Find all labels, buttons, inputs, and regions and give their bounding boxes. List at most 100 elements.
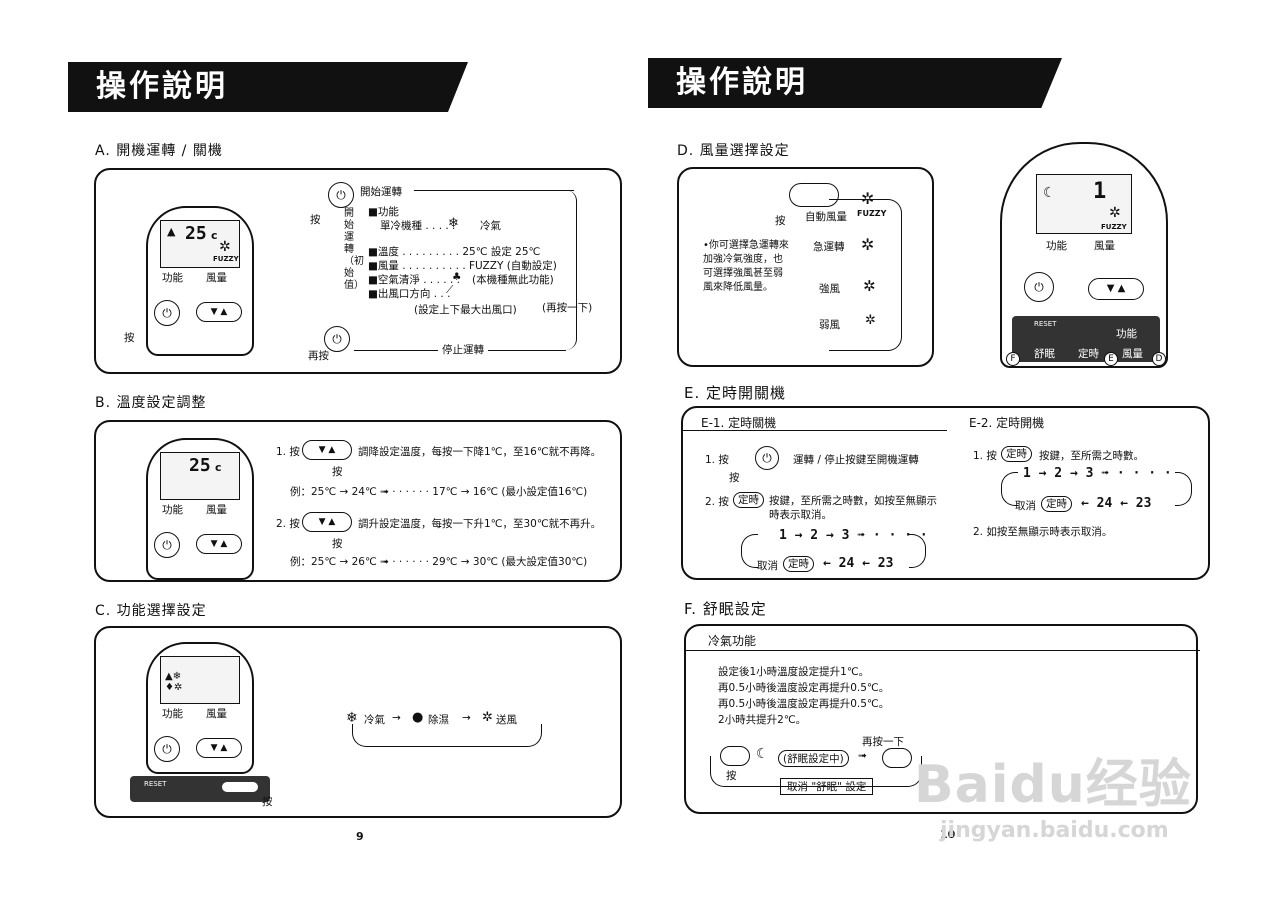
timer-btn-label: 定時 <box>1078 348 1099 360</box>
section-e-panel: E-1. 定時關機 E-2. 定時開機 1. 按 ⏻ 按 運轉 / 停止按鍵至開… <box>681 406 1210 580</box>
lcd-display: ▲❄♦✲ <box>160 656 240 704</box>
arrow-icon: ➟ <box>858 750 867 762</box>
example-1: 例：25℃ → 24℃ ➟ · · · · · · 17℃ → 16℃ (最小設… <box>290 486 588 498</box>
e2-title: E-2. 定時開機 <box>969 416 1045 430</box>
power-button[interactable]: ⏻ <box>1024 272 1054 302</box>
press-label: 按 <box>775 215 786 227</box>
f-subtitle: 冷氣功能 <box>708 634 757 648</box>
f-line-1: 設定後1小時溫度設定提升1℃。 <box>718 666 870 678</box>
mode-fan: 送風 <box>496 714 517 726</box>
power-button-flow[interactable]: ⏻ <box>328 182 354 208</box>
vertical-label: 開始運轉（初始值） <box>344 208 364 291</box>
mode-icons: ▲❄♦✲ <box>165 671 183 693</box>
remote-fan-label: 風量 <box>1094 240 1115 252</box>
e2-step-1-text: 按鍵，至所需之時數。 <box>1039 450 1144 462</box>
remote-func-label: 功能 <box>162 272 183 284</box>
remote-func-label: 功能 <box>162 708 183 720</box>
e2-step-1: 1. 按 <box>973 450 997 462</box>
e2-seq-top: 1 → 2 → 3 ➟ · · · · <box>1023 466 1172 481</box>
f-loop-line <box>710 756 922 787</box>
timer-button[interactable]: 定時 <box>1001 446 1032 462</box>
temp-down-button[interactable]: ▼ ▲ <box>302 440 352 460</box>
e1-title: E-1. 定時關機 <box>701 416 777 430</box>
remote-fan-label: 風量 <box>206 708 227 720</box>
snowflake-icon: ▲ <box>167 225 176 238</box>
power-button[interactable]: ⏻ <box>755 446 779 470</box>
settings-line-4: ■空氣清淨 . . . . . . <box>368 274 460 286</box>
temp-buttons[interactable]: ▼ ▲ <box>196 302 242 322</box>
e2-loop-right <box>1175 472 1192 506</box>
baidu-watermark-url: jingyan.baidu.com <box>940 818 1169 843</box>
press-label: 按 <box>262 796 273 808</box>
moon-icon: ☾ <box>756 746 769 762</box>
temp-buttons[interactable]: ▼ ▲ <box>196 738 242 758</box>
lcd-display: 25 c ▲ ✲ FUZZY <box>160 220 240 268</box>
power-button[interactable]: ⏻ <box>154 300 180 326</box>
temp-up-button[interactable]: ▼ ▲ <box>302 512 352 532</box>
fuzzy-label: FUZZY <box>857 209 887 218</box>
settings-line-4b: (本機種無此功能) <box>472 274 554 286</box>
section-f-panel: 冷氣功能 設定後1小時溫度設定提升1℃。 再0.5小時後溫度設定再提升0.5℃。… <box>684 624 1200 814</box>
step-1-text: 調降設定溫度，每按一下降1℃，至16℃就不再降。 <box>358 446 602 458</box>
temp-buttons[interactable]: ▼ ▲ <box>1088 278 1144 300</box>
fan-icon: ✲ <box>219 239 231 255</box>
function-button[interactable] <box>222 782 258 792</box>
remote-illustration: 25 c ▲ ✲ FUZZY 功能 風量 ⏻ ▼ ▲ <box>146 206 254 356</box>
big-remote-illustration: ☾ 1 ✲ FUZZY 功能 風量 ⏻ ▼ ▲ RESET 功能 舒眠 定時 風… <box>1000 142 1168 368</box>
remote-fan-label: 風量 <box>206 504 227 516</box>
lcd-temperature: 25 <box>185 223 207 244</box>
example-2: 例：25℃ → 26℃ ➟ · · · · · · 29℃ → 30℃ (最大設… <box>290 556 588 568</box>
f-header-underline <box>686 650 1200 651</box>
fan-icon: ✲ <box>482 710 493 725</box>
section-b-panel: 25 c 功能 風量 ⏻ ▼ ▲ 1. 按 ▼ ▲ 調降設定溫度，每按一下降1℃… <box>94 420 622 582</box>
e1-loop-left <box>741 534 758 568</box>
e1-step-1-text: 運轉 / 停止按鍵至開機運轉 <box>793 454 919 466</box>
page-number-left: 9 <box>356 830 364 843</box>
settings-line-2: ■溫度 . . . . . . . . . 25℃ 設定 25℃ <box>368 246 541 258</box>
timer-button[interactable]: 定時 <box>733 492 764 508</box>
section-f-title: F. 舒眠設定 <box>684 600 767 618</box>
start-arrow-line <box>414 190 574 191</box>
press-label: 按 <box>726 770 737 782</box>
mode-loop-line <box>829 199 902 351</box>
fan-icon: ✲ <box>861 235 875 254</box>
left-banner: 操作說明 <box>68 62 468 112</box>
mode-dry: 除濕 <box>428 714 449 726</box>
remote-func-label: 功能 <box>162 504 183 516</box>
press-label-top: 按 <box>310 214 321 226</box>
func-btn-label: 功能 <box>1116 328 1137 340</box>
e1-loop-right <box>909 534 926 568</box>
power-button-stop[interactable]: ⏻ <box>324 326 350 352</box>
reset-label: RESET <box>144 780 167 788</box>
arrow-icon: → <box>392 712 401 724</box>
settings-line-5: ■出風口方向 . . . <box>368 288 451 300</box>
section-e-title: E. 定時開關機 <box>684 384 787 402</box>
label-e: E <box>1104 352 1118 366</box>
fan-btn-label: 風量 <box>1122 348 1143 360</box>
f-line-2: 再0.5小時後溫度設定再提升0.5℃。 <box>718 682 890 694</box>
settings-line-1b: 單冷機種 . . . . . <box>380 220 456 232</box>
e2-cancel: 取消 <box>1015 500 1036 512</box>
tree-icon: ♣ <box>452 271 462 283</box>
section-c-title: C. 功能選擇設定 <box>95 603 207 619</box>
arrow-icon: → <box>462 712 471 724</box>
fan-mode-note: •你可選擇急運轉來加強冷氣強度，也可選擇強風甚至弱風來降低風量。 <box>703 240 789 293</box>
section-a-panel: 25 c ▲ ✲ FUZZY 功能 風量 ⏻ ▼ ▲ 按 ⏻ 按 開始運轉 開始… <box>94 168 622 374</box>
e1-step-2: 2. 按 <box>705 496 729 508</box>
step-1-label: 1. 按 <box>276 446 300 458</box>
sleep-display: (舒眠設定中) <box>778 750 849 767</box>
big-lcd-display: ☾ 1 ✲ FUZZY <box>1036 174 1132 234</box>
power-button[interactable]: ⏻ <box>154 532 180 558</box>
e1-cancel: 取消 <box>757 560 778 572</box>
louver-icon: ⟋ <box>446 284 454 296</box>
temp-buttons[interactable]: ▼ ▲ <box>196 534 242 554</box>
power-button[interactable]: ⏻ <box>154 736 180 762</box>
label-f: F <box>1006 352 1020 366</box>
fan-button[interactable] <box>789 183 839 207</box>
snowflake-icon: ❄ <box>448 216 459 231</box>
fan-icon: ✲ <box>863 277 876 295</box>
timer-button-small: 定時 <box>1041 496 1072 512</box>
e1-step-2-text: 按鍵，至所需之時數，如按至無顯示時表示取消。 <box>769 495 937 521</box>
mode-low: 弱風 <box>819 319 840 331</box>
press-label: 按 <box>124 332 135 344</box>
